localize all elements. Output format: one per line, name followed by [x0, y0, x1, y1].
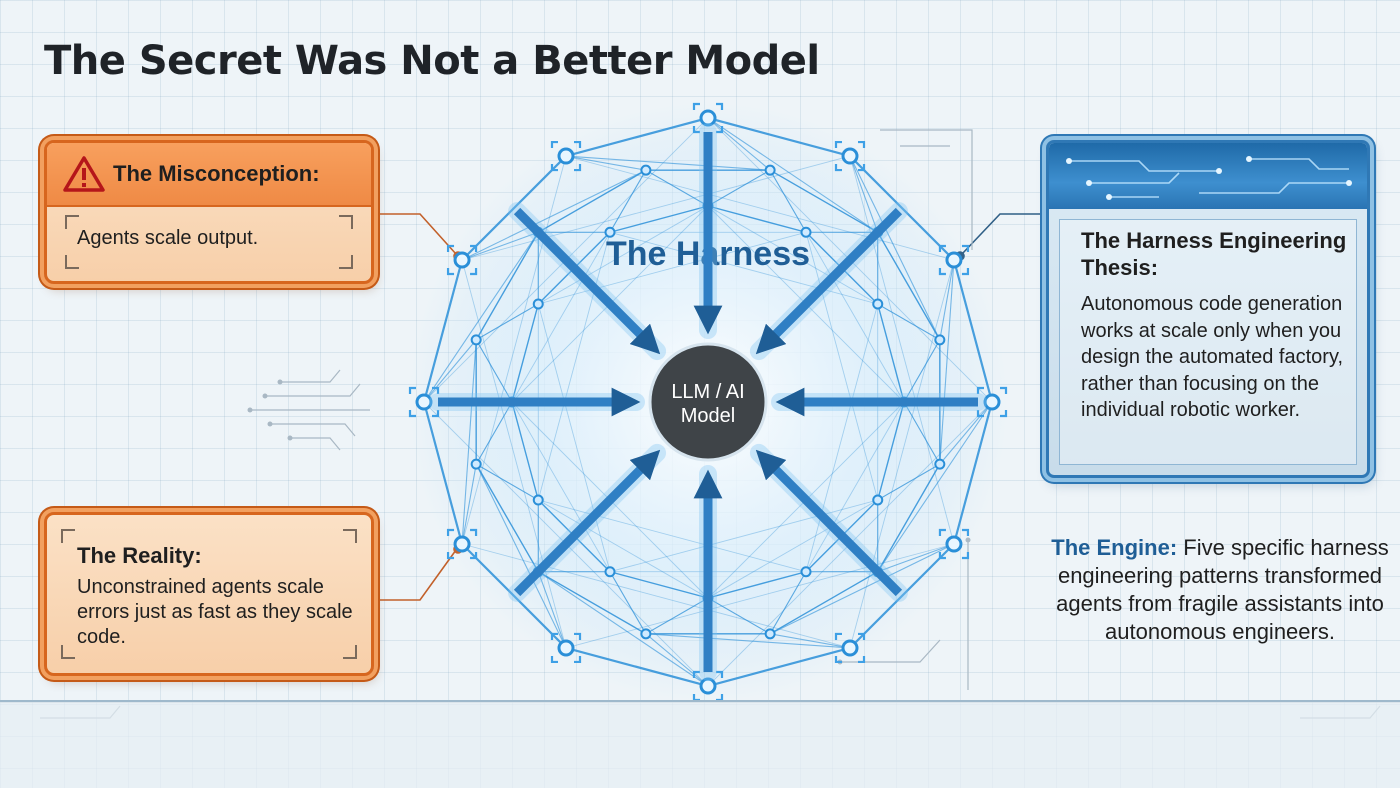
misconception-body: Agents scale output. — [77, 227, 258, 250]
thesis-header — [1049, 143, 1367, 209]
warning-icon — [63, 155, 105, 193]
thesis-card: The Harness Engineering Thesis: Autonomo… — [1046, 140, 1370, 478]
reality-heading: The Reality: — [77, 543, 202, 569]
thesis-body: Autonomous code generation works at scal… — [1081, 291, 1361, 424]
misconception-header: The Misconception: — [47, 143, 371, 207]
misconception-card: The Misconception: Agents scale output. — [44, 140, 374, 284]
core-label-line1: LLM / AI — [671, 381, 744, 403]
connector-line-thesis — [956, 211, 1050, 261]
reality-body: Unconstrained agents scale errors just a… — [77, 575, 367, 650]
engine-text: The Engine: Five specific harness engine… — [1050, 534, 1390, 646]
bottom-bar — [0, 700, 1400, 788]
misconception-heading: The Misconception: — [113, 161, 320, 187]
circuit-pattern-icon — [1049, 143, 1367, 209]
reality-card: The Reality: Unconstrained agents scale … — [44, 512, 374, 676]
core-label-line2: Model — [681, 405, 735, 427]
thesis-heading: The Harness Engineering Thesis: — [1081, 227, 1351, 281]
engine-label: The Engine: — [1051, 535, 1177, 560]
